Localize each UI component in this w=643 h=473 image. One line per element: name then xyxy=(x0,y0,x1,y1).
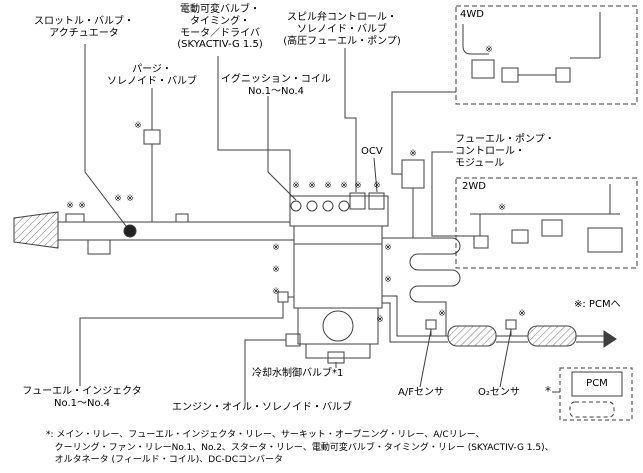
ignition-coil-3 xyxy=(322,200,334,212)
4wd-label: 4WD xyxy=(460,9,484,20)
2wd-label: 2WD xyxy=(462,181,486,192)
pcm-label: PCM xyxy=(586,378,608,390)
pcm-ref-mark: ※ xyxy=(438,309,446,319)
pcm-box xyxy=(571,371,623,397)
pcm-ref-mark: ※ xyxy=(126,194,134,204)
ignition-leader-line xyxy=(267,96,297,201)
oil-solenoid-valve-unit xyxy=(285,333,301,347)
coolant-control-valve-unit xyxy=(327,351,345,364)
ocv-unit xyxy=(368,192,385,210)
4wd-box xyxy=(455,5,638,105)
af-sensor-unit xyxy=(425,319,437,330)
evvt-leader-line xyxy=(217,56,291,196)
spill-valve-control-label: スピル弁コントロール・ ソレノイド・バルブ (高圧フューエル・ポンプ) xyxy=(283,12,401,47)
pcm-ref-mark: ※ xyxy=(272,265,280,275)
pcm-ref-mark: ※ xyxy=(485,45,493,55)
engine-block xyxy=(293,225,383,309)
af-sensor-label: A/Fセンサ xyxy=(398,387,444,398)
air-cleaner xyxy=(13,211,59,249)
pcm-ref-mark: ※ xyxy=(134,121,142,131)
cylinder-head xyxy=(289,195,389,227)
spill-valve-unit xyxy=(349,192,366,210)
throttle-valve xyxy=(123,224,137,238)
2wd-box xyxy=(455,177,638,269)
throttle-valve-actuator-label: スロットル・バルブ・ アクチュエータ xyxy=(34,16,134,39)
oil-valve-leader-line xyxy=(244,339,286,402)
throttle-leader-line xyxy=(84,44,127,227)
crankcase xyxy=(297,307,379,345)
pcm-relay-box xyxy=(569,401,615,418)
exhaust-pipe-upper xyxy=(382,295,448,337)
pcm-ref-mark: ※ xyxy=(384,275,392,285)
ocv-label: OCV xyxy=(361,146,383,157)
purge-solenoid-valve-label: パージ・ ソレノイド・バルブ xyxy=(107,64,197,87)
crankshaft xyxy=(322,310,354,342)
4wd-pipe xyxy=(462,24,489,55)
4wd-component-3 xyxy=(555,67,571,83)
ignition-coil-4 xyxy=(338,200,350,212)
pcm-ref-mark: ※ xyxy=(518,309,526,319)
pcm-ref-mark: ※ xyxy=(376,315,384,325)
4wd-component-2 xyxy=(501,67,519,83)
pcm-ref-marks: ※ ※ ※ ※ ※ ※ ※ ※ ※ ※ ※ ※ ※ ※ ※ ※ ※ ※ ※ ※ … xyxy=(66,45,551,398)
ignition-coil-label: イグニッション・コイル No.1～No.4 xyxy=(221,74,331,97)
pcm-ref-mark: ※ xyxy=(409,149,417,159)
pcm-ref-mark: ※ xyxy=(354,181,362,191)
o2-sensor-unit xyxy=(505,319,517,330)
engine-oil-solenoid-valve-label: エンジン・オイル・ソレノイド・バルブ xyxy=(172,402,352,413)
pcm-ref-mark: ※ xyxy=(66,201,74,211)
exhaust-pipe-lower xyxy=(382,302,448,343)
o2-sensor-label: O₂センサ xyxy=(478,387,520,398)
ignition-coil-2 xyxy=(306,200,318,212)
2wd-component-2 xyxy=(541,219,563,237)
injector-leader-line xyxy=(79,302,284,386)
purge-solenoid-valve-unit xyxy=(143,129,161,145)
2wd-component-3 xyxy=(511,229,529,244)
pcm-ref-mark: ※ xyxy=(114,194,122,204)
pcm-ref-legend: ※: PCMへ xyxy=(574,299,621,310)
catalytic-converter-1 xyxy=(447,325,497,347)
module-link-line xyxy=(431,151,474,237)
egr-cooler-coil xyxy=(382,237,461,336)
af-leader-line xyxy=(419,329,432,388)
schematic-lines xyxy=(13,5,638,421)
oil-pan xyxy=(305,343,371,359)
ignition-coil-1 xyxy=(290,200,302,212)
pcm-ref-mark: ※ xyxy=(308,181,316,191)
pcm-ref-mark: ※ xyxy=(384,243,392,253)
fuel-injector-label: フューエル・インジェクタ No.1～No.4 xyxy=(22,386,142,409)
pcm-ref-mark: ※ xyxy=(292,181,300,191)
resonator xyxy=(87,239,111,255)
pcm-outer-box xyxy=(559,367,633,421)
pcm-ref-mark: ※ xyxy=(324,181,332,191)
footnote: *: メイン・リレー、フューエル・インジェクタ・リレー、サーキット・オープニング… xyxy=(46,430,554,466)
o2-leader-line xyxy=(499,329,512,388)
intake-air-sensor xyxy=(65,213,85,223)
pcm-ref-mark: ※ xyxy=(78,201,86,211)
fuel-line-4wd xyxy=(391,91,456,175)
high-pressure-fuel-pump xyxy=(401,159,425,189)
pcm-ref-mark: ※ xyxy=(272,287,280,297)
4wd-component-1 xyxy=(471,59,495,79)
relay-ref-mark: * xyxy=(545,384,551,398)
spill-leader-line xyxy=(344,48,357,192)
coolant-control-valve-label: 冷却水制御バルブ*1 xyxy=(252,368,344,379)
pcm-ref-mark: ※ xyxy=(373,181,381,191)
ocv-leader-line xyxy=(373,157,378,193)
catalytic-converter-2 xyxy=(527,325,577,347)
pcm-ref-mark: ※ xyxy=(272,243,280,253)
exhaust-arrow xyxy=(603,330,617,348)
fuel-pump-control-module-label: フューエル・ポンプ・ コントロール・ モジュール xyxy=(455,134,555,169)
2wd-component-1 xyxy=(473,235,489,249)
fuel-tank xyxy=(587,227,623,253)
evvt-motor-driver-label: 電動可変バルブ・ タイミング・ モータ／ドライバ (SKYACTIV-G 1.5… xyxy=(177,4,263,51)
map-sensor xyxy=(175,213,189,223)
pcm-ref-mark: ※ xyxy=(340,181,348,191)
pcm-ref-mark: ※ xyxy=(498,203,506,213)
